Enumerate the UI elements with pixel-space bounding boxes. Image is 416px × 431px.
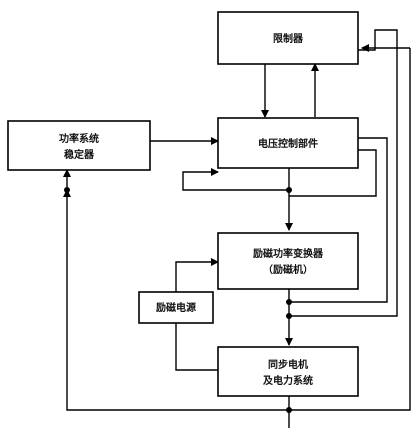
signal-lines: [63, 29, 411, 428]
excitation-source-label: 励磁电源: [156, 301, 196, 314]
line-gen-to-source: [175, 323, 218, 371]
line-gen-to-pss: [63, 189, 289, 411]
generator-label-line1: 同步电机: [268, 358, 308, 371]
exciter-converter-label-line2: （励磁机）: [263, 263, 313, 276]
exciter-converter-label-line1: 励磁功率变换器: [253, 247, 324, 260]
limiter-label: 限制器: [273, 32, 304, 45]
junction-vc-out: [286, 187, 292, 193]
line-local-feedback: [182, 168, 289, 191]
block-voltage-control: 电压控制部件: [217, 117, 359, 169]
voltage-control-label: 电压控制部件: [258, 137, 318, 150]
block-pss: 功率系统 稳定器: [7, 120, 151, 171]
generator-label-line2: 及电力系统: [263, 374, 313, 387]
block-generator: 同步电机 及电力系统: [217, 346, 359, 397]
block-limiter: 限制器: [217, 11, 359, 65]
line-limiter-right-1: [289, 29, 398, 317]
line-vc-right-2: [289, 137, 388, 303]
block-excitation-source: 励磁电源: [138, 291, 214, 324]
junction-exciter-out-1: [286, 299, 292, 305]
line-limiter-right-2: [289, 48, 411, 411]
pss-label-line1: 功率系统: [59, 132, 99, 145]
pss-label-line2: 稳定器: [64, 148, 95, 161]
block-exciter-converter: 励磁功率变换器 （励磁机）: [217, 232, 359, 290]
junction-exciter-out-2: [286, 313, 292, 319]
line-vc-right-1: [289, 149, 377, 197]
line-source-to-exciter: [175, 258, 219, 292]
